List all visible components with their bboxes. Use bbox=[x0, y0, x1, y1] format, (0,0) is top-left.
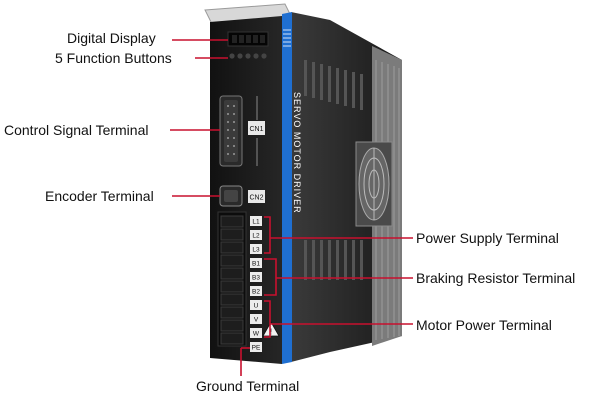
side-label: SERVO MOTOR DRIVER bbox=[292, 92, 302, 214]
function-button-4[interactable] bbox=[253, 53, 259, 59]
encoder-connector bbox=[219, 185, 265, 207]
terminal-label-b2: B2 bbox=[252, 289, 260, 296]
label-motor-power: Motor Power Terminal bbox=[416, 317, 552, 333]
function-button-1[interactable] bbox=[229, 53, 235, 59]
accent-stripe bbox=[282, 12, 292, 364]
terminal-label-v: V bbox=[254, 317, 259, 324]
terminal-label-u: U bbox=[254, 303, 259, 310]
cooling-fan bbox=[355, 141, 393, 227]
function-button-5[interactable] bbox=[261, 53, 267, 59]
control-signal-connector bbox=[219, 95, 265, 167]
label-encoder: Encoder Terminal bbox=[45, 188, 154, 204]
terminal-block: L1 L2 L3 B1 B3 B2 U V W PE ! bbox=[217, 211, 280, 352]
cn2-label: CN2 bbox=[249, 195, 263, 202]
function-buttons bbox=[229, 53, 267, 59]
digital-display bbox=[227, 31, 269, 47]
terminal-label-l1: L1 bbox=[252, 219, 260, 226]
terminal-label-pe: PE bbox=[252, 345, 261, 352]
terminal-label-b3: B3 bbox=[252, 275, 260, 282]
label-power-supply: Power Supply Terminal bbox=[416, 230, 559, 246]
function-button-3[interactable] bbox=[245, 53, 251, 59]
label-function-buttons: 5 Function Buttons bbox=[55, 50, 172, 66]
label-ground: Ground Terminal bbox=[196, 378, 300, 394]
label-digital-display: Digital Display bbox=[67, 30, 156, 46]
callout-leader-lines bbox=[170, 39, 413, 376]
vent-slots bbox=[304, 60, 363, 280]
function-button-2[interactable] bbox=[237, 53, 243, 59]
label-braking-resistor: Braking Resistor Terminal bbox=[416, 270, 576, 286]
cn1-label: CN1 bbox=[249, 126, 263, 133]
heatsink-side bbox=[291, 12, 402, 362]
terminal-label-b1: B1 bbox=[252, 261, 260, 268]
warning-exclamation-icon: ! bbox=[269, 328, 272, 337]
terminal-label-l3: L3 bbox=[252, 247, 260, 254]
terminal-label-w: W bbox=[253, 331, 260, 338]
terminal-label-l2: L2 bbox=[252, 233, 260, 240]
label-control-signal: Control Signal Terminal bbox=[4, 122, 149, 138]
warning-triangle-icon bbox=[262, 321, 280, 337]
